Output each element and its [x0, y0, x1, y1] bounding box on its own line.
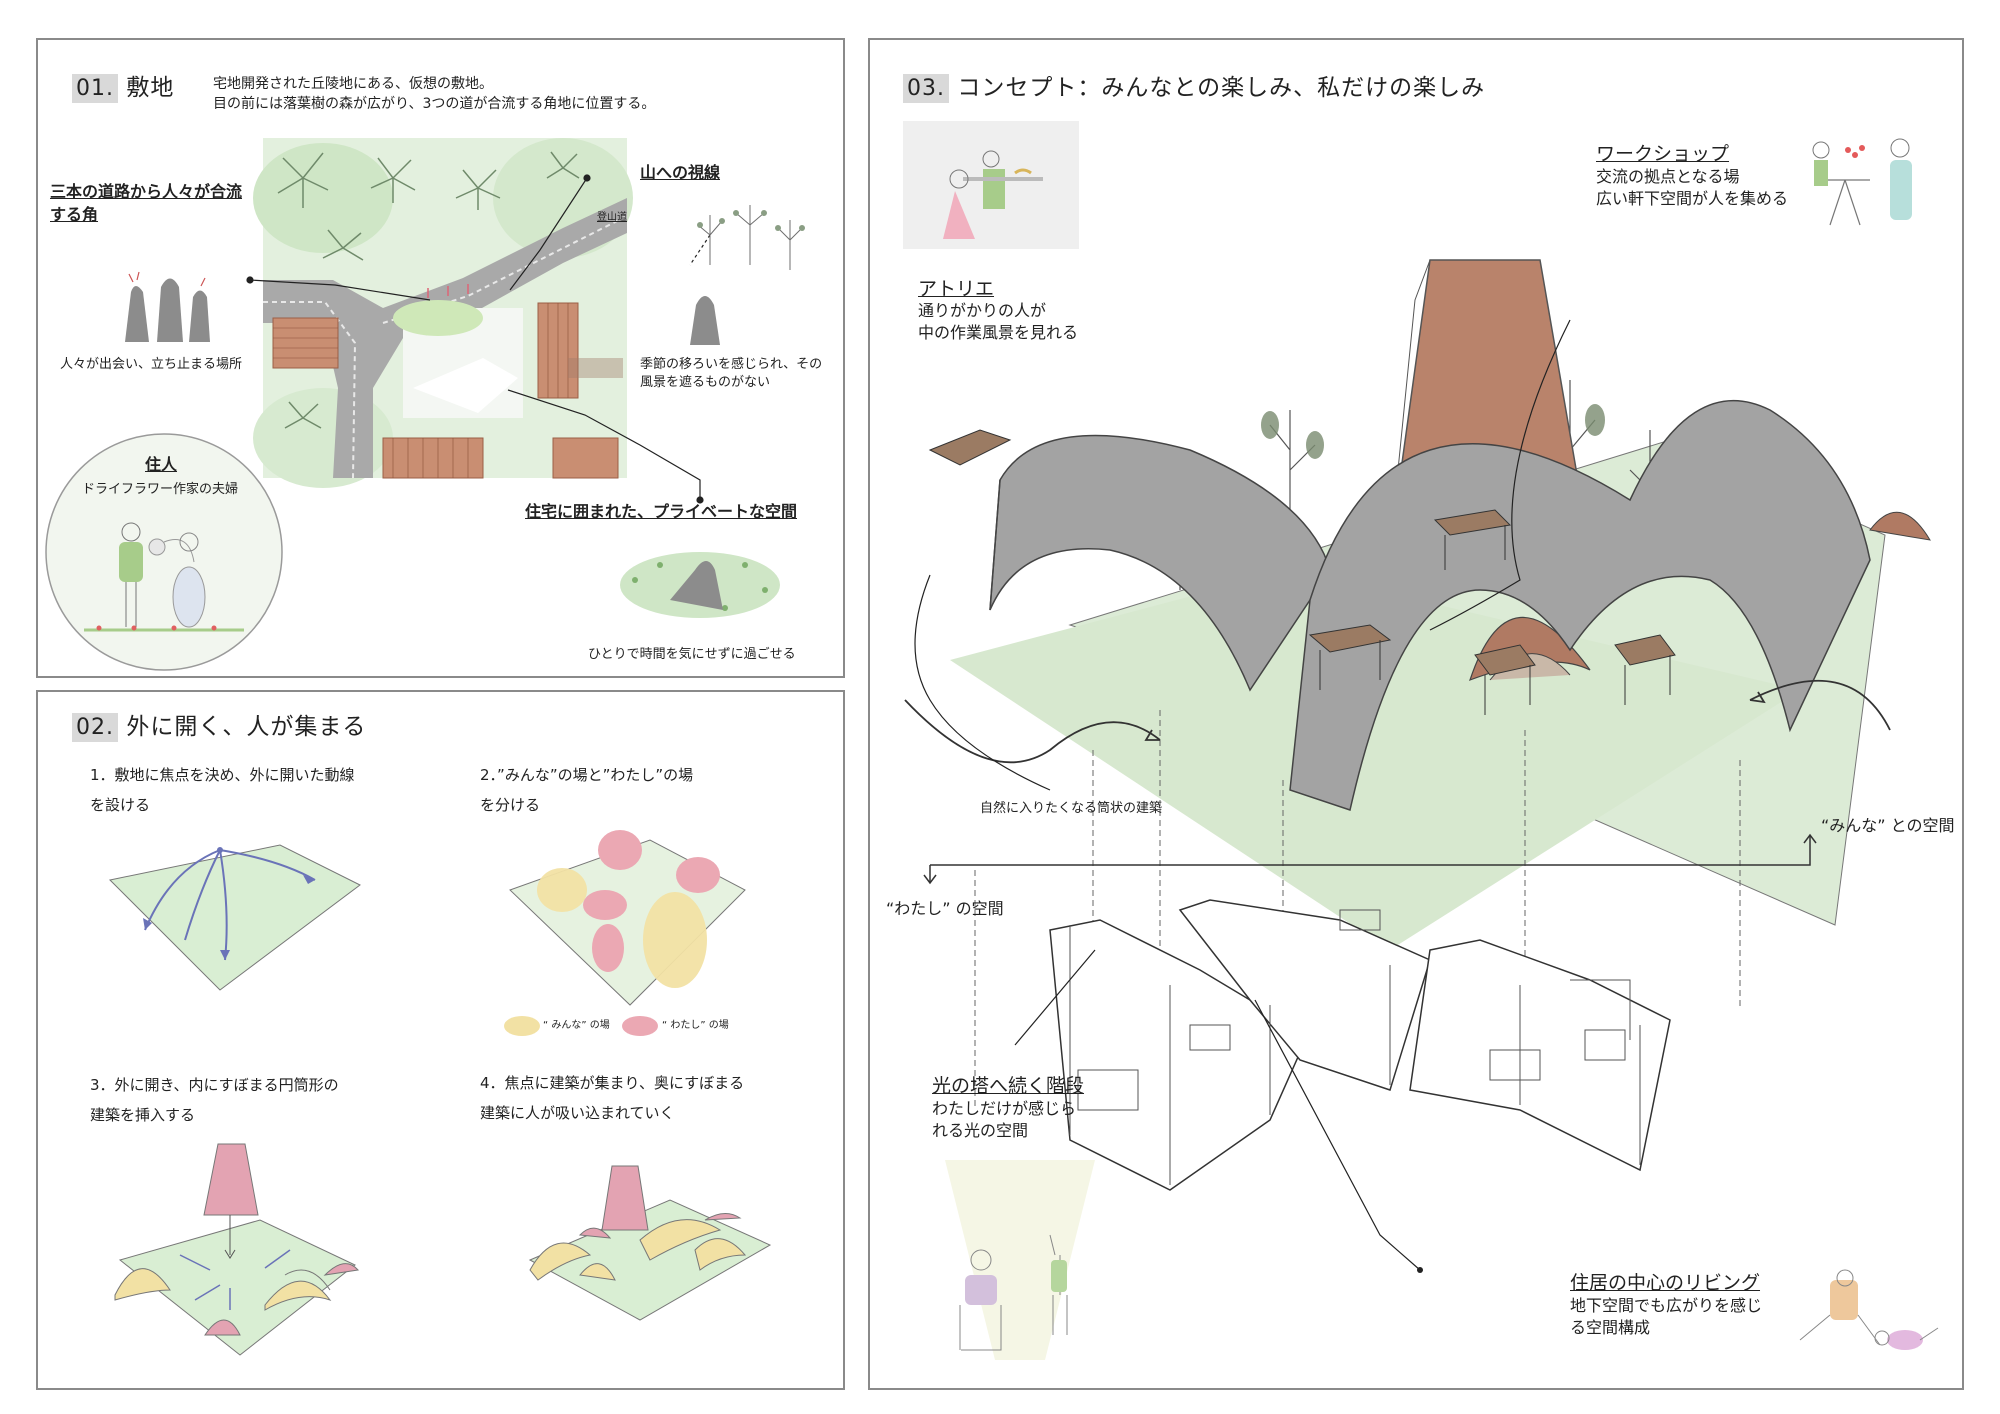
step2-text-2: を分ける [480, 796, 541, 814]
step2-diagram [509, 830, 746, 1006]
step1-text-2: を設ける [90, 796, 151, 814]
stair-description-1: わたしだけが感じら [932, 1099, 1077, 1118]
resident-circle [45, 433, 283, 671]
season-description-2: 風景を遮るものがない [640, 375, 771, 390]
resident-heading: 住人 [145, 455, 178, 474]
site-intro-line-2: 目の前には落葉樹の森が広がり、3つの道が合流する角地に位置する。 [213, 96, 656, 112]
sightline-heading: 山への視線 [640, 163, 721, 182]
atelier-vignette [903, 121, 1079, 249]
watashi-space-label: “わたし” の空間 [886, 899, 1004, 918]
minna-space-label: “みんな” との空間 [1821, 816, 1955, 835]
section-02-number: 02. [72, 713, 118, 742]
step1-diagram [108, 844, 361, 991]
private-description: ひとりで時間を気にせずに過ごせる [588, 647, 796, 662]
section-02-title: 02. 外に開く、人が集まる [72, 707, 367, 742]
site-map [253, 138, 633, 488]
workshop-description-2: 広い軒下空間が人を集める [1596, 189, 1789, 208]
site-intro-line-1: 宅地開発された丘陵地にある、仮想の敷地。 [213, 76, 493, 92]
step3-text-1: 3．外に開き、内にすぼまる円筒形の [90, 1076, 339, 1094]
atelier-description-2: 中の作業風景を見れる [918, 323, 1079, 342]
living-description-2: る空間構成 [1570, 1318, 1651, 1337]
light-tower-vignette [945, 1160, 1095, 1360]
season-description-1: 季節の移ろいを感じられ、その [640, 357, 823, 372]
legend-minna: “ みんな” の場 [543, 1020, 610, 1031]
workshop-heading: ワークショップ [1596, 143, 1730, 165]
step4-text-1: 4．焦点に建築が集まり、奥にすぼまる [480, 1074, 745, 1092]
living-vignette [1799, 1269, 1939, 1350]
corner-description: 人々が出会い、立ち止まる場所 [60, 357, 243, 372]
step3-text-2: 建築を挿入する [90, 1106, 196, 1124]
private-heading: 住宅に囲まれた、プライベートな空間 [525, 502, 798, 521]
natural-entry-caption: 自然に入りたくなる筒状の建築 [980, 801, 1163, 816]
atelier-description-1: 通りがかりの人が [918, 301, 1047, 320]
section-01-title: 01. 敷地 [72, 68, 175, 103]
living-heading: 住居の中心のリビング [1570, 1272, 1761, 1294]
step4-diagram [528, 1165, 772, 1321]
stair-heading: 光の塔へ続く階段 [932, 1075, 1085, 1097]
legend-watashi: “ わたし” の場 [662, 1020, 729, 1031]
legend-swatches [504, 1016, 658, 1036]
section-02-label: 外に開く、人が集まる [126, 714, 367, 740]
section-03-label: コンセプト：みんなとの楽しみ、私だけの楽しみ [957, 75, 1486, 101]
section-03-title: 03. コンセプト：みんなとの楽しみ、私だけの楽しみ [903, 68, 1486, 103]
axonometric-drawing [904, 259, 1931, 1273]
stair-description-2: れる光の空間 [932, 1121, 1029, 1140]
section-01-label: 敷地 [126, 75, 175, 101]
atelier-heading: アトリエ [918, 278, 995, 300]
section-03-number: 03. [903, 74, 949, 103]
section-01-number: 01. [72, 74, 118, 103]
workshop-description-1: 交流の拠点となる場 [1596, 167, 1740, 186]
map-road-label: 登山道 [597, 212, 627, 223]
step2-text-1: 2．”みんな”の場と”わたし”の場 [480, 766, 694, 784]
private-space-illustration [620, 552, 780, 618]
corner-heading-1: 三本の道路から人々が合流 [50, 182, 243, 201]
resident-description: ドライフラワー作家の夫婦 [82, 482, 239, 497]
living-description-1: 地下空間でも広がりを感じ [1570, 1296, 1763, 1315]
people-gathering-illustration [125, 271, 210, 342]
step4-text-2: 建築に人が吸い込まれていく [480, 1104, 675, 1122]
corner-heading-2: する角 [50, 205, 99, 224]
step1-text-1: 1．敷地に焦点を決め、外に開いた動線 [90, 766, 355, 784]
workshop-vignette [1812, 138, 1912, 226]
season-trees-illustration [690, 205, 805, 345]
step3-diagram [114, 1143, 359, 1356]
